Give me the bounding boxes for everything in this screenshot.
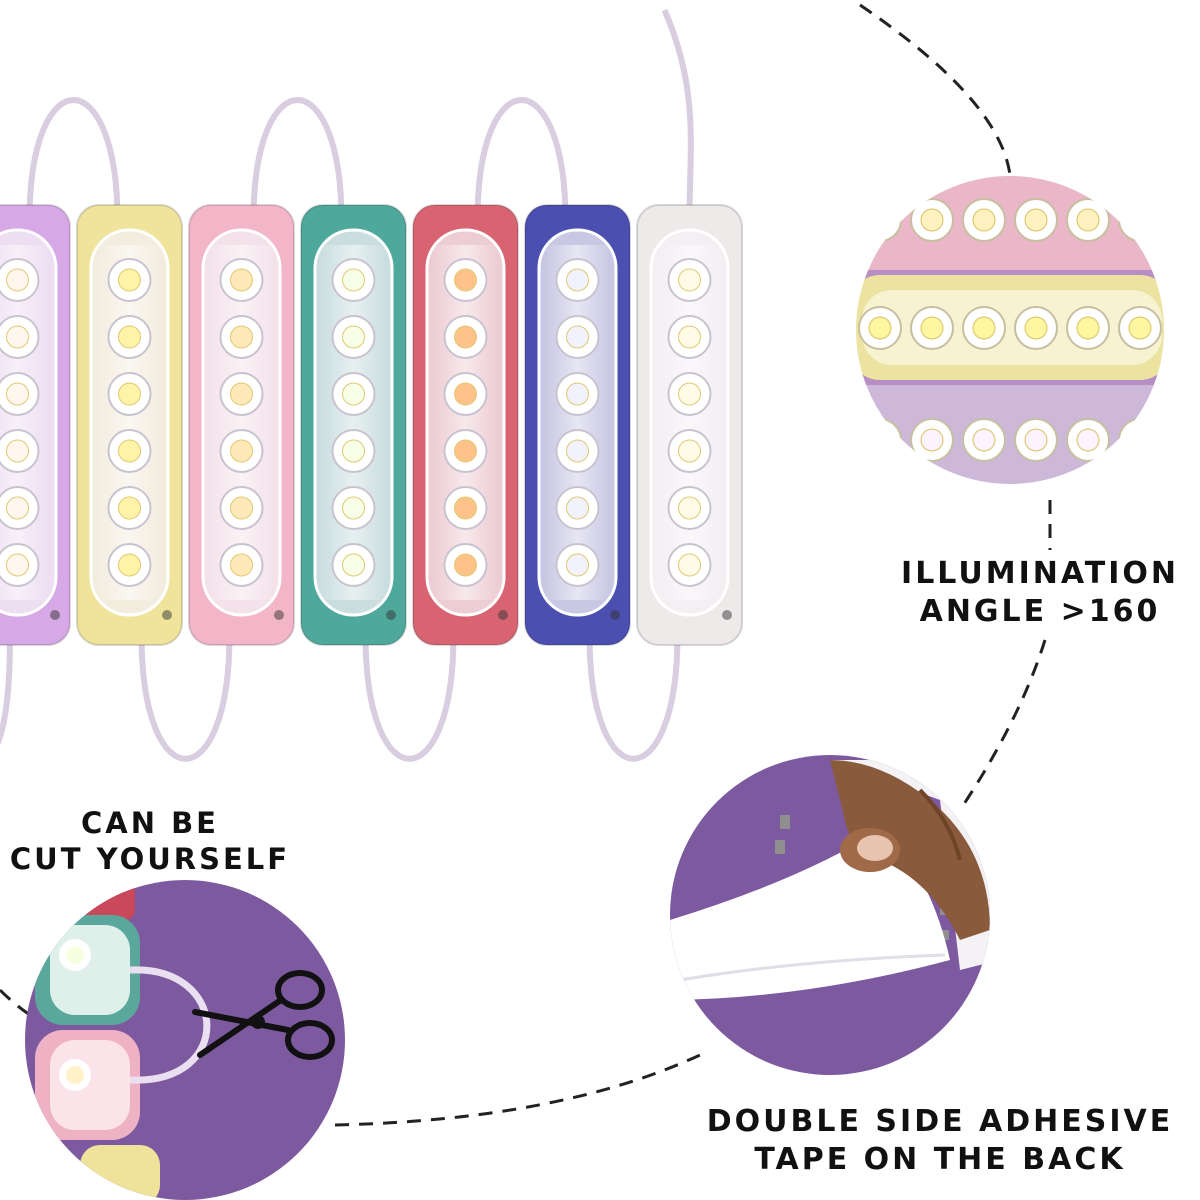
led-module <box>76 204 183 646</box>
top-wire-loop <box>250 97 345 221</box>
led-module <box>0 204 71 646</box>
left-end-wire <box>0 634 13 746</box>
closeup-module-yellow-2 <box>80 1145 160 1200</box>
bottom-wire-loop <box>138 634 233 762</box>
cut-caption-line1: CAN BE <box>80 806 219 840</box>
closeup-led-chip <box>1118 198 1162 242</box>
lead-wire <box>661 8 694 216</box>
illumination-caption-line1: ILLUMINATION <box>901 556 1179 591</box>
closeup-led-chip <box>858 418 902 462</box>
dashed-line-top <box>859 3 1012 176</box>
top-wire-loop <box>474 97 569 221</box>
cut-yourself-caption: CAN BE CUT YOURSELF <box>5 805 295 878</box>
dashed-line-left <box>0 988 31 1017</box>
bottom-wire-loop <box>586 634 681 762</box>
dashed-line-middle <box>958 500 1052 811</box>
tape-caption-line2: TAPE ON THE BACK <box>754 1141 1126 1177</box>
cut-closeup-circle <box>25 880 345 1200</box>
scissors-icon <box>192 970 335 1060</box>
illumination-caption-line2: ANGLE >160 <box>919 593 1161 629</box>
top-wire-loop <box>26 97 121 221</box>
tape-caption-line1: DOUBLE SIDE ADHESIVE <box>706 1104 1174 1139</box>
adhesive-tape-caption: DOUBLE SIDE ADHESIVE TAPE ON THE BACK <box>700 1103 1180 1178</box>
adhesive-tape-closeup-circle <box>670 755 990 1075</box>
closeup-led-chip <box>1118 418 1162 462</box>
illumination-angle-caption: ILLUMINATION ANGLE >160 <box>895 555 1185 630</box>
finger-peeling-icon <box>830 760 990 940</box>
closeup-module-lilac <box>855 385 1165 485</box>
led-module <box>300 204 407 646</box>
bottom-wire-loop <box>362 634 457 762</box>
cut-caption-line2: CUT YOURSELF <box>9 842 291 877</box>
dashed-line-bottom <box>334 1053 701 1127</box>
led-module <box>188 204 295 646</box>
closeup-module-red <box>40 880 135 920</box>
led-module <box>524 204 631 646</box>
led-module <box>636 204 743 646</box>
illumination-closeup-circle <box>854 174 1166 486</box>
led-module-chain <box>0 8 743 762</box>
closeup-wire-loop <box>129 966 211 1084</box>
closeup-led-chip <box>858 198 902 242</box>
led-module <box>412 204 519 646</box>
